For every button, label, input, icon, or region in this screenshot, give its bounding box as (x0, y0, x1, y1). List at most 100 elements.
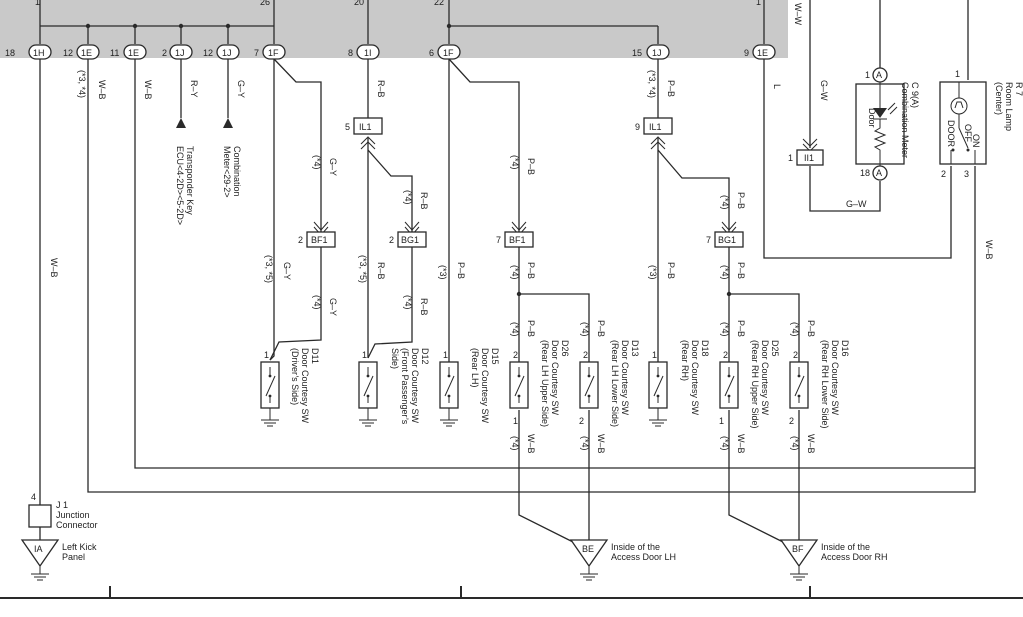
svg-text:W–B: W–B (806, 434, 816, 454)
junction-bf1-rear: BF1 7 (496, 231, 534, 248)
svg-text:A: A (876, 70, 882, 80)
svg-text:1F: 1F (443, 48, 454, 58)
svg-text:D13: D13 (630, 340, 640, 357)
svg-text:A: A (876, 168, 882, 178)
svg-text:Door Courtesy SW: Door Courtesy SW (690, 340, 700, 416)
svg-text:1E: 1E (757, 48, 768, 58)
pin-6f: 6 1F (429, 44, 461, 60)
svg-text:(*4): (*4) (720, 322, 730, 337)
wire-labels: W–B W–B (*3, *4) W–B R–Y G–Y (*4) G–Y G–… (49, 3, 994, 454)
svg-text:W–B: W–B (143, 80, 153, 100)
svg-text:Left Kick: Left Kick (62, 542, 97, 552)
pin-7f: 7 1F (254, 44, 286, 60)
ground-bf: BF Inside of the Access Door RH (779, 539, 888, 581)
svg-text:7: 7 (706, 235, 711, 245)
svg-text:6: 6 (429, 48, 434, 58)
svg-text:D18: D18 (700, 340, 710, 357)
svg-text:15: 15 (632, 48, 642, 58)
junction-bf1: BF1 2 (298, 231, 336, 248)
svg-text:1: 1 (264, 350, 269, 360)
svg-text:1: 1 (955, 69, 960, 79)
svg-text:1: 1 (652, 350, 657, 360)
svg-text:P–B: P–B (666, 262, 676, 279)
svg-text:2: 2 (162, 48, 167, 58)
junction-connector-j1: 4 J 1 Junction Connector (28, 492, 98, 540)
svg-text:R–B: R–B (376, 262, 386, 280)
svg-text:P–B: P–B (666, 80, 676, 97)
svg-text:2: 2 (583, 350, 588, 360)
svg-text:Door: Door (867, 108, 877, 128)
svg-text:W–B: W–B (49, 258, 59, 278)
svg-text:Door Courtesy SW: Door Courtesy SW (550, 340, 560, 416)
svg-text:L: L (772, 84, 782, 89)
svg-text:2: 2 (723, 350, 728, 360)
svg-text:2: 2 (789, 416, 794, 426)
svg-text:2: 2 (793, 350, 798, 360)
svg-text:G–Y: G–Y (282, 262, 292, 280)
svg-text:D11: D11 (310, 348, 320, 364)
svg-text:Combination: Combination (232, 146, 242, 197)
svg-text:P–B: P–B (456, 262, 466, 279)
svg-text:(Rear LH Upper Side): (Rear LH Upper Side) (540, 340, 550, 427)
svg-text:Door Courtesy SW: Door Courtesy SW (620, 340, 630, 416)
svg-text:G–W: G–W (819, 80, 829, 101)
svg-text:1: 1 (443, 350, 448, 360)
svg-text:II1: II1 (804, 153, 814, 163)
svg-text:(Rear LH): (Rear LH) (470, 348, 480, 388)
switch-d26: 2 1 D26 Door Courtesy SW (Rear LH Upper … (509, 340, 570, 427)
svg-text:D16: D16 (840, 340, 850, 357)
svg-text:W–B: W–B (526, 434, 536, 454)
svg-text:(Rear RH Upper Side): (Rear RH Upper Side) (750, 340, 760, 429)
svg-text:(Driver’s Side): (Driver’s Side) (290, 348, 300, 405)
ground-be: BE Inside of the Access Door LH (569, 539, 676, 581)
pin-9e: 9 1E (744, 44, 776, 60)
svg-text:1F: 1F (268, 48, 279, 58)
svg-text:G–Y: G–Y (236, 80, 246, 98)
svg-text:2: 2 (389, 235, 394, 245)
svg-text:D25: D25 (770, 340, 780, 357)
svg-text:2: 2 (298, 235, 303, 245)
svg-text:Inside of the: Inside of the (611, 542, 660, 552)
svg-text:Access Door RH: Access Door RH (821, 552, 888, 562)
svg-text:1I: 1I (364, 48, 372, 58)
svg-text:2: 2 (941, 169, 946, 179)
svg-text:7: 7 (254, 48, 259, 58)
svg-text:Inside of the: Inside of the (821, 542, 870, 552)
svg-text:(*3, *5): (*3, *5) (358, 255, 368, 283)
svg-text:1J: 1J (652, 48, 662, 58)
svg-text:G–Y: G–Y (328, 298, 338, 316)
svg-text:1J: 1J (222, 48, 232, 58)
svg-text:1: 1 (865, 70, 870, 80)
svg-text:(*3, *4): (*3, *4) (647, 70, 657, 98)
svg-text:BF1: BF1 (311, 235, 328, 245)
svg-text:Door Courtesy SW: Door Courtesy SW (410, 348, 420, 424)
svg-text:18: 18 (5, 48, 15, 58)
svg-text:9: 9 (744, 48, 749, 58)
svg-text:BF: BF (792, 544, 804, 554)
svg-text:(*4): (*4) (510, 155, 520, 170)
svg-text:(*4): (*4) (790, 436, 800, 451)
switch-d25: 2 1 D25 Door Courtesy SW (Rear RH Upper … (719, 340, 780, 429)
svg-text:(*4): (*4) (510, 322, 520, 337)
junction-il1-rh: IL1 9 (635, 117, 673, 135)
svg-text:Access Door LH: Access Door LH (611, 552, 676, 562)
svg-text:P–B: P–B (596, 320, 606, 337)
svg-text:(Rear RH Lower Side): (Rear RH Lower Side) (820, 340, 830, 429)
svg-text:1: 1 (756, 0, 761, 7)
wires (39, 0, 976, 546)
ground-ia: IA Left Kick Panel (20, 539, 97, 581)
svg-text:(*3, *5): (*3, *5) (264, 255, 274, 283)
svg-text:W–B: W–B (97, 80, 107, 100)
svg-text:W–B: W–B (596, 434, 606, 454)
svg-text:W–W: W–W (793, 3, 803, 26)
svg-text:(*4): (*4) (580, 436, 590, 451)
transponder-ref: Transponder Key ECU<4-2D><5-2D> (175, 146, 195, 225)
svg-text:22: 22 (434, 0, 444, 7)
svg-text:(Center): (Center) (994, 82, 1004, 115)
